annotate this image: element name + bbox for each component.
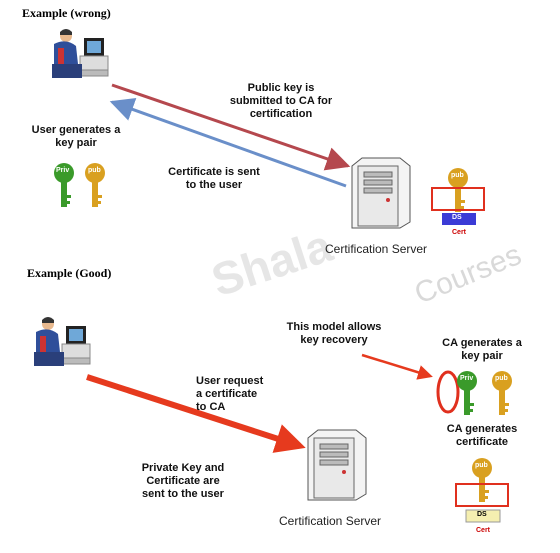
user-request-label: User request a certificate to CA	[196, 375, 264, 413]
ca-generates-cert-label: CA generates certificate	[446, 423, 518, 448]
public-key-note: Public key is submitted to CA for certif…	[229, 82, 333, 120]
cert-ds-label-good: DS	[477, 511, 487, 518]
cert-label-wrong: Cert	[452, 229, 467, 236]
cert-key-pub-label-wrong: pub	[451, 172, 464, 179]
arrow-key-recovery	[361, 353, 433, 380]
cert-ds-label-wrong: DS	[452, 214, 462, 221]
key-priv-label-good: Priv	[460, 375, 474, 382]
key-pub-label-wrong: pub	[88, 167, 101, 174]
user-computer-icon-good	[34, 317, 91, 366]
server-icon-wrong	[351, 157, 411, 229]
arrow-user-request-to-ca	[86, 374, 306, 453]
cert-label-good: Cert	[476, 527, 491, 534]
user-computer-icon-wrong	[52, 29, 109, 78]
arrow-public-key-to-ca	[111, 83, 351, 171]
key-recovery-note: This model allows key recovery	[286, 321, 382, 346]
server-icon-good	[307, 429, 367, 501]
user-generates-label: User generates a key pair	[31, 124, 121, 149]
certificate-icon-wrong	[431, 168, 485, 225]
heading-good: Example (Good)	[27, 266, 112, 280]
cert-key-pub-label-good: pub	[475, 462, 488, 469]
server-label-wrong: Certification Server	[325, 242, 428, 256]
key-priv-label-wrong: Priv	[56, 167, 70, 174]
private-key-sent-label: Private Key and Certificate are sent to …	[141, 462, 225, 500]
heading-wrong: Example (wrong)	[22, 6, 111, 20]
ca-generates-pair-label: CA generates a key pair	[442, 337, 522, 362]
key-pair-highlight-oval	[436, 370, 460, 414]
key-pub-label-good: pub	[495, 375, 508, 382]
server-label-good: Certification Server	[279, 514, 382, 528]
arrow-certificate-to-user	[109, 98, 347, 188]
certificate-sent-label: Certificate is sent to the user	[168, 166, 260, 191]
certificate-icon-good	[455, 458, 509, 523]
